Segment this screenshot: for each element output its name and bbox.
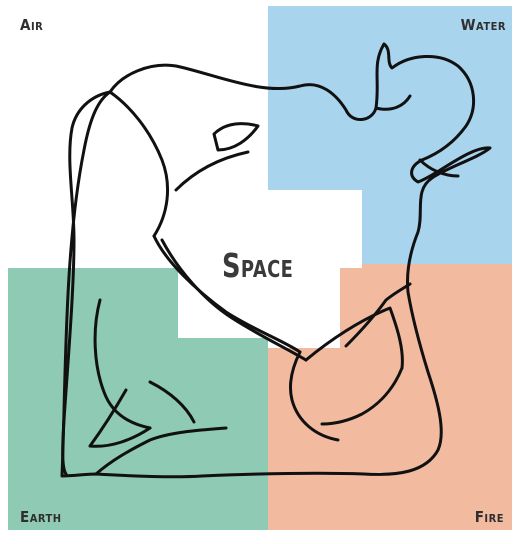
earth-label: Earth xyxy=(20,508,62,526)
fire-label: Fire xyxy=(475,508,504,526)
water-label: Water xyxy=(461,16,506,34)
air-quadrant xyxy=(0,0,268,270)
air-label: Air xyxy=(20,16,43,34)
space-label: Space xyxy=(222,246,293,285)
